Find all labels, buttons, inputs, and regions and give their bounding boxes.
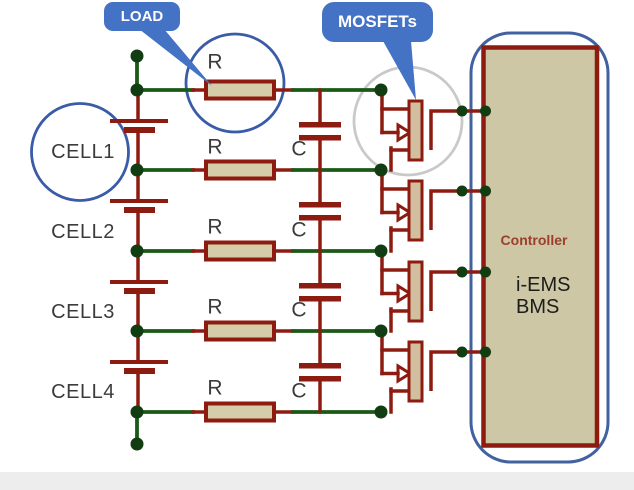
mosfet-symbol-4 [380,329,486,414]
controller-pin-dot [480,346,491,358]
bus-row-5 [135,401,383,423]
controller-pin-dot [456,346,468,358]
mosfet-gate-bar [407,340,424,403]
battery-short-plate [124,207,155,213]
junction-dot [130,244,144,258]
capacitor-label-1: C [291,137,307,161]
battery-long-plate [110,199,168,203]
controller-text-line1: i-EMS [516,274,571,296]
capacitor-plate [299,283,341,289]
load-callout-tail [139,29,212,86]
battery-long-plate [110,360,168,364]
mosfet-gate-bar [407,179,424,242]
mosfets-callout-tail [383,41,416,100]
resistor-symbol [204,159,276,181]
controller-title: Controller [500,232,568,248]
resistor-symbol [204,401,276,423]
resistor-label-1: R [207,50,223,74]
battery-long-plate [110,119,168,123]
mosfets-callout-label: MOSFETs [337,12,418,31]
capacitor-plate [299,122,341,128]
capacitor-label-4: C [291,379,307,403]
junction-dot [374,324,388,338]
mosfet-arrow [396,202,413,223]
cell-label-4: CELL4 [51,381,115,403]
mosfet-arrow [396,122,413,143]
capacitor-plate [299,202,341,208]
mosfet-output-wire [429,189,486,230]
mosfet-output-wire [429,270,486,311]
bottom-terminal-dot [130,437,144,451]
load-callout-label: LOAD [120,8,164,25]
mosfet-symbol-1 [380,88,486,172]
battery-short-plate [124,288,155,294]
junction-dot [374,163,388,177]
mosfets-callout: MOSFETs [322,2,433,42]
junction-dot [130,163,144,177]
resistor-symbol [204,320,276,342]
battery-symbol-cell1 [110,88,168,172]
resistor-label-3: R [207,215,223,239]
mosfet-symbol-3 [380,249,486,333]
load-callout: LOAD [104,2,180,31]
top-terminal-dot [130,49,144,63]
controller-box [481,45,600,448]
controller-pin-dot [456,185,468,197]
bus-row-1 [135,79,383,101]
resistor-label-4: R [207,295,223,319]
resistor-label-2: R [207,135,223,159]
controller-pin-dot [480,105,491,117]
controller-pin-dot [456,266,468,278]
mosfet-output-wire [429,109,486,150]
cell-label-3: CELL3 [51,301,115,323]
junction-dot [374,244,388,258]
battery-long-plate [110,280,168,284]
capacitor-symbol-1 [299,88,341,172]
junction-dot [374,405,388,419]
resistor-symbol [204,79,276,101]
junction-dot [130,405,144,419]
capacitor-symbol-4 [299,329,341,414]
load-annotation-circle [184,32,286,134]
battery-symbol-cell4 [110,329,168,414]
junction-dot [130,83,144,97]
controller-outer-border [469,31,610,464]
controller-pin-dot [480,266,491,278]
mosfet-output-wire [429,350,486,391]
cell-label-2: CELL2 [51,221,115,243]
capacitor-plate [299,135,341,141]
capacitor-plate [299,215,341,221]
bottom-strip [0,472,634,490]
capacitor-plate [299,296,341,302]
capacitor-symbol-2 [299,168,341,253]
battery-symbol-cell3 [110,249,168,333]
capacitor-plate [299,363,341,369]
battery-short-plate [124,368,155,374]
bus-row-4 [135,320,383,342]
mosfet-symbol-2 [380,168,486,253]
mosfet-arrow [396,363,413,384]
controller-pin-dot [480,185,491,197]
junction-dot [130,324,144,338]
capacitor-label-3: C [291,298,307,322]
mosfet-gate-bar [407,260,424,323]
resistor-symbol [204,240,276,262]
cell-label-1: CELL1 [51,141,115,163]
mosfet-arrow [396,283,413,304]
bus-row-2 [135,159,383,181]
capacitor-label-2: C [291,218,307,242]
bus-row-3 [135,240,383,262]
capacitor-plate [299,376,341,382]
capacitor-symbol-3 [299,249,341,333]
junction-dot [374,83,388,97]
resistor-label-5: R [207,376,223,400]
controller-text-line2: BMS [516,296,560,318]
cell1-annotation-circle [30,102,130,202]
battery-short-plate [124,127,155,133]
mosfet-gate-bar [407,99,424,162]
controller-pin-dot [456,105,468,117]
